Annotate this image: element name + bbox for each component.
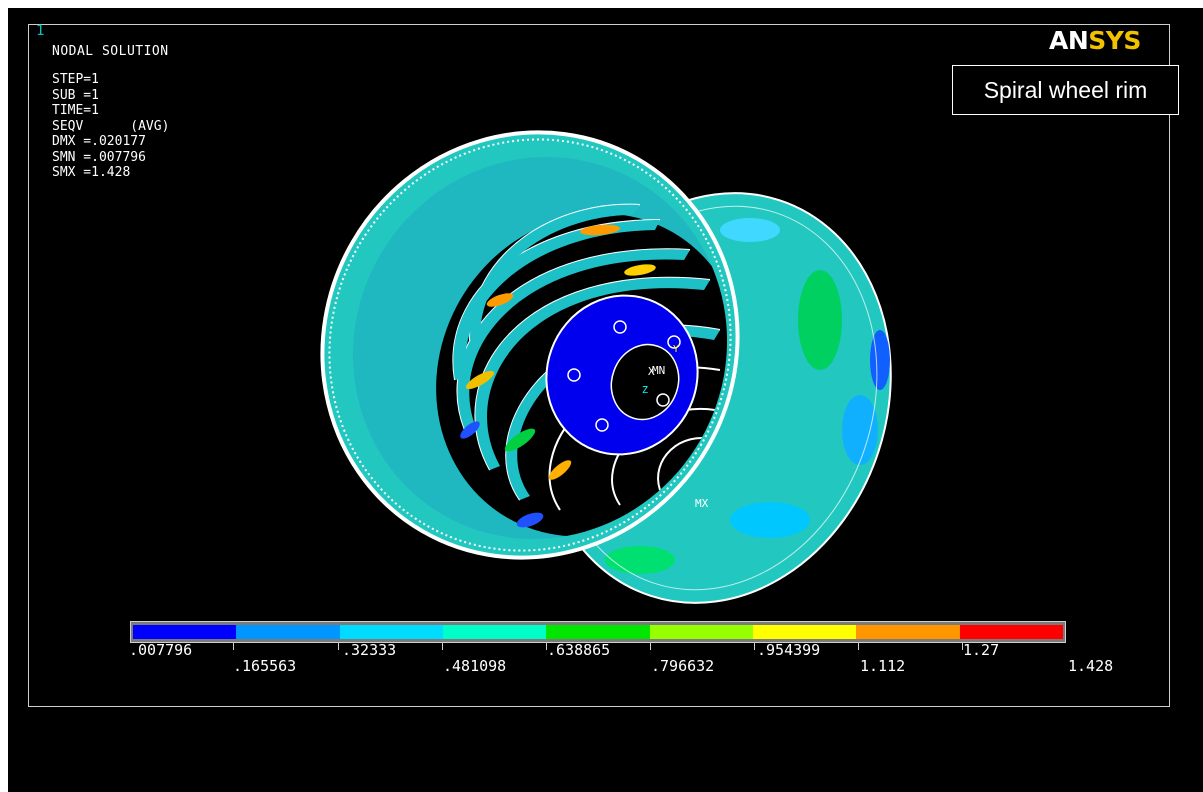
- legend-color-5: [649, 625, 753, 639]
- legend-tick: [338, 643, 339, 650]
- legend-tick: [442, 643, 443, 650]
- legend-label-lower-1: .481098: [443, 657, 507, 675]
- window-number: 1: [36, 23, 45, 39]
- info-smx: SMX =1.428: [52, 165, 131, 180]
- info-dmx: DMX =.020177: [52, 134, 146, 149]
- ansys-logo: ANSYS: [1049, 26, 1141, 55]
- legend-label-upper-3: .954399: [757, 641, 821, 659]
- hub: [545, 294, 699, 456]
- legend-label-lower-0: .165563: [233, 657, 297, 675]
- legend-tick: [546, 643, 547, 650]
- legend-color-7: [856, 625, 960, 639]
- marker-mn: MN: [652, 364, 665, 377]
- legend-color-2: [339, 625, 443, 639]
- info-sub: SUB =1: [52, 87, 99, 103]
- logo-part-2: SYS: [1088, 26, 1141, 55]
- legend-tick: [754, 643, 755, 650]
- contour-legend-bar: [130, 621, 1066, 643]
- legend-color-6: [752, 625, 857, 639]
- solution-info: STEP=1 SUB =1 TIME=1 SEQV (AVG) DMX =.02…: [52, 72, 169, 181]
- axis-x: X: [648, 365, 655, 378]
- legend-color-1: [236, 625, 340, 639]
- legend-label-upper-0: .007796: [129, 641, 193, 659]
- axis-y: Y: [673, 344, 679, 355]
- legend-label-lower-3: 1.112: [860, 657, 906, 675]
- legend-tick: [962, 643, 963, 650]
- legend-color-0: [133, 625, 237, 639]
- solution-title: NODAL SOLUTION: [52, 44, 169, 59]
- legend-label-lower-4: 1.428: [1068, 657, 1114, 675]
- viewport-frame: [28, 24, 1170, 707]
- legend-label-upper-2: .638865: [547, 641, 611, 659]
- info-result-type: SEQV (AVG): [52, 118, 170, 134]
- logo-part-1: AN: [1049, 26, 1089, 55]
- legend-label-upper-1: .32333: [342, 641, 397, 659]
- legend-label-lower-2: .796632: [651, 657, 715, 675]
- info-smn: SMN =.007796: [52, 149, 146, 165]
- marker-mx: MX: [695, 497, 709, 510]
- info-time: TIME=1: [52, 103, 99, 118]
- info-step: STEP=1: [52, 72, 99, 87]
- legend-label-upper-4: 1.27: [963, 641, 1000, 659]
- legend-color-3: [442, 625, 547, 639]
- legend-color-4: [546, 625, 650, 639]
- model-label-box: Spiral wheel rim: [952, 65, 1179, 115]
- axis-z: Z: [642, 385, 648, 396]
- legend-tick: [858, 643, 859, 650]
- legend-color-8: [959, 625, 1063, 639]
- legend-tick: [650, 643, 651, 650]
- legend-tick: [233, 643, 234, 650]
